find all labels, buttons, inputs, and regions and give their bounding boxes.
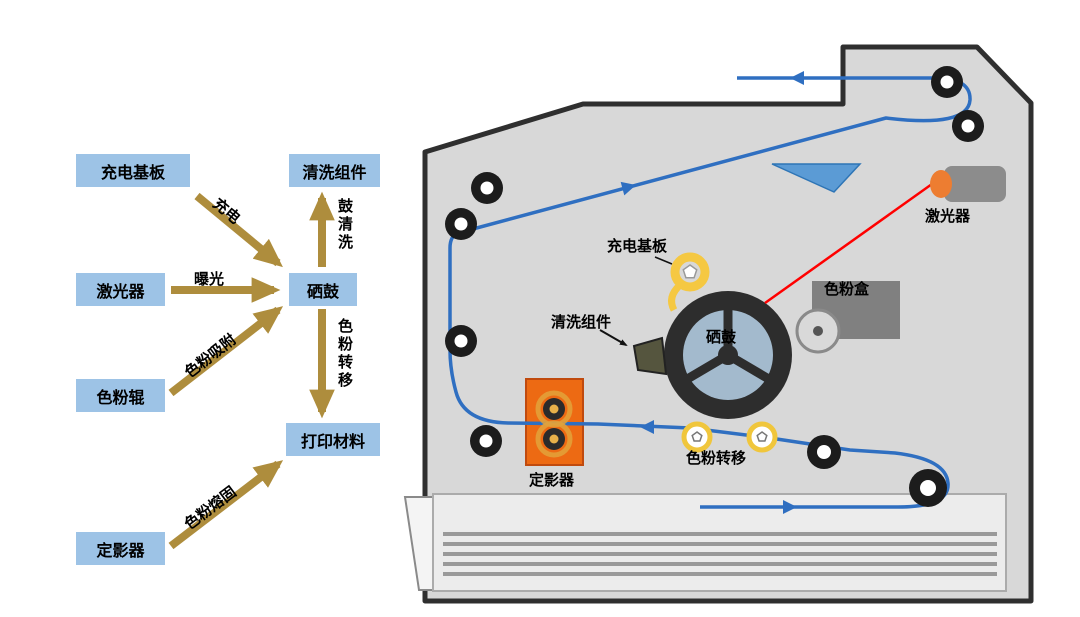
laser-lens [930, 170, 952, 198]
laser-unit [944, 166, 1006, 202]
flowchart-arrows [168, 191, 335, 550]
flow-node-cleaning: 清洗组件 [289, 154, 380, 187]
toner-box-roller-hub [813, 326, 823, 336]
roller [445, 208, 477, 240]
printer-label-charge-board: 充电基板 [607, 238, 668, 255]
roller [909, 469, 947, 507]
paper-path [448, 76, 972, 509]
edge-label-drum-clean: 鼓清洗 [336, 198, 353, 252]
roller [952, 110, 984, 142]
paper-tray-handle [403, 496, 434, 591]
roller [471, 172, 503, 204]
arrow-toner-adsorb [168, 306, 284, 397]
flow-node-drum: 硒鼓 [289, 273, 357, 306]
arrow-charge [194, 192, 283, 268]
paper-path-arrowheads [620, 71, 804, 514]
cleaning-pointer-arrow [599, 329, 628, 346]
flow-node-toner-roller: 色粉辊 [76, 379, 165, 412]
flow-node-laser: 激光器 [76, 273, 165, 306]
printer-label-toner-transfer: 色粉转移 [686, 450, 747, 467]
printer-label-fuser: 定影器 [529, 472, 575, 489]
drum [664, 291, 792, 419]
flow-node-charge-board: 充电基板 [76, 154, 190, 187]
fuser-rollers [535, 390, 573, 458]
edge-label-expose: 曝光 [194, 271, 225, 288]
charging-unit [654, 252, 710, 312]
paper-tray-stripes [443, 532, 997, 576]
roller [807, 435, 841, 469]
roller [931, 66, 963, 98]
paper-path-arrow-diagonal [620, 181, 636, 196]
arrow-toner-fuse [168, 460, 284, 550]
printer-label-laser: 激光器 [925, 208, 971, 225]
flow-node-fuser: 定影器 [76, 532, 165, 565]
paper-path-arrow-left-top [790, 71, 804, 85]
charging-pointer-line [654, 256, 673, 265]
roller [470, 425, 502, 457]
scanner-mirror [771, 163, 862, 193]
laser-beam [764, 182, 933, 305]
edge-label-toner-transfer: 色粉转移 [336, 318, 353, 390]
transfer-rollers [681, 421, 778, 453]
feed-rollers [445, 66, 984, 507]
printer-label-drum: 硒鼓 [706, 329, 737, 346]
flow-node-print-material: 打印材料 [286, 423, 380, 456]
paper-path-arrow-right-bottom [783, 500, 797, 514]
roller [445, 325, 477, 357]
cleaning-unit [632, 336, 668, 376]
paper-path-arrow-left-middle [640, 420, 654, 434]
printer-label-cleaning: 清洗组件 [551, 314, 612, 331]
printer-label-toner-box: 色粉盒 [824, 281, 870, 298]
